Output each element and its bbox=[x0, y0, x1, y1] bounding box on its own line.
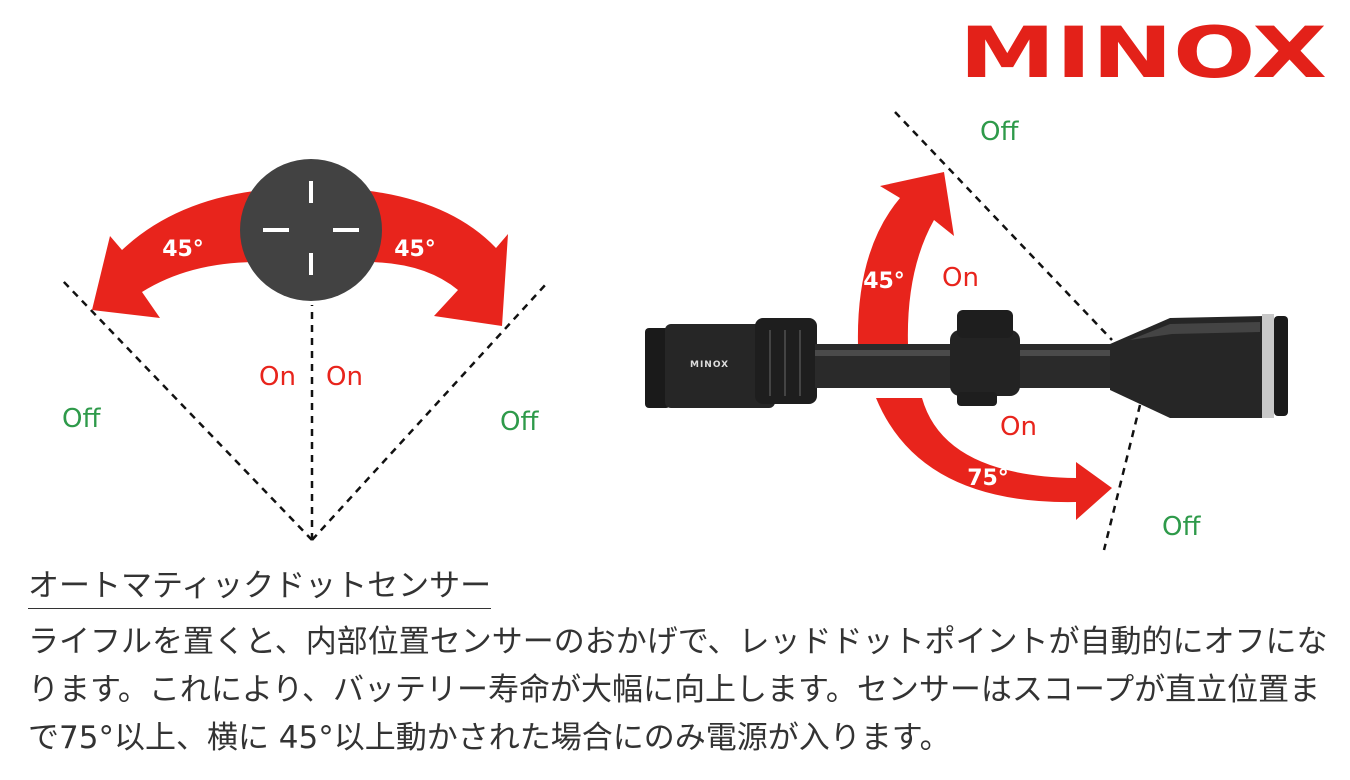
lower-arc-arrow bbox=[876, 398, 1112, 520]
description-paragraph: ライフルを置くと、内部位置センサーのおかげで、レッドドットポイントが自動的にオフ… bbox=[28, 624, 1328, 756]
left-tilt-diagram: 45° 45° On On Off Off bbox=[61, 159, 548, 541]
on-label-right: On bbox=[326, 362, 363, 392]
off-label-left: Off bbox=[62, 404, 101, 434]
on-label-lower: On bbox=[1000, 412, 1037, 442]
left-angle-label: 45° bbox=[162, 237, 204, 262]
minox-logo: MINOX bbox=[959, 12, 1327, 94]
right-angle-label: 45° bbox=[394, 237, 436, 262]
lower-angle-label: 75° bbox=[967, 466, 1009, 491]
sensor-diagram: MINOX 45° 45° On On Off Off bbox=[61, 12, 1327, 551]
section-heading: オートマティックドットセンサー bbox=[28, 566, 492, 609]
off-label-top: Off bbox=[980, 117, 1019, 147]
upper-arc-arrow bbox=[857, 172, 954, 345]
on-label-left: On bbox=[259, 362, 296, 392]
rifle-scope-image: MINOX bbox=[645, 310, 1288, 418]
right-arc-arrow bbox=[362, 190, 508, 326]
upper-off-boundary bbox=[894, 111, 1113, 341]
off-label-bottom: Off bbox=[1162, 512, 1201, 542]
upper-angle-label: 45° bbox=[863, 269, 905, 294]
right-off-boundary bbox=[311, 282, 548, 541]
left-arc-arrow bbox=[92, 190, 262, 318]
reticle-icon bbox=[240, 159, 382, 301]
scope-brand-mark: MINOX bbox=[690, 360, 729, 370]
left-off-boundary bbox=[61, 279, 313, 541]
right-tilt-diagram: MINOX 45° 75° Off On On Off bbox=[645, 111, 1288, 551]
off-label-right: Off bbox=[500, 407, 539, 437]
on-label-upper: On bbox=[942, 263, 979, 293]
lower-off-boundary bbox=[1102, 404, 1142, 551]
